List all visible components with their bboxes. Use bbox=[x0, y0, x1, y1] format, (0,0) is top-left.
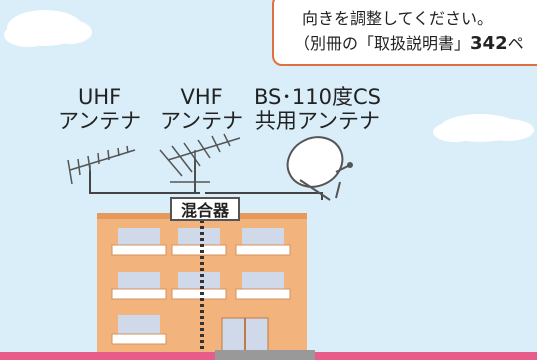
uhf-label-line2: アンテナ bbox=[58, 109, 142, 133]
bs-cs-label-line2: 共用アンテナ bbox=[254, 109, 381, 133]
note-line-1: 向きを調整してください。 bbox=[302, 9, 494, 28]
vhf-label-line2: アンテナ bbox=[160, 109, 244, 133]
uhf-label-line1: UHF bbox=[77, 85, 122, 109]
note-page-number: 342 bbox=[470, 33, 508, 54]
note-line-2-suffix: ペ bbox=[507, 34, 524, 53]
vhf-label: VHF アンテナ bbox=[160, 85, 243, 133]
cloud-right bbox=[433, 114, 534, 142]
bs-cs-label: BS･110度CS 共用アンテナ bbox=[254, 85, 381, 133]
uhf-label: UHF アンテナ bbox=[58, 85, 141, 133]
note-line-2: （別冊の「取扱説明書」342ペ bbox=[294, 30, 524, 54]
uhf-antenna bbox=[67, 145, 136, 185]
bs-cs-label-line1: BS･110度CS bbox=[254, 85, 381, 109]
note-line-2-prefix: （別冊の「取扱説明書」 bbox=[294, 34, 471, 53]
mixer-box: 混合器 bbox=[170, 197, 240, 221]
vhf-label-line1: VHF bbox=[180, 85, 223, 109]
instruction-note: 向きを調整してください。 （別冊の「取扱説明書」342ペ bbox=[272, 0, 537, 66]
vhf-antenna bbox=[159, 133, 241, 190]
building bbox=[97, 213, 307, 360]
bs-cs-dish bbox=[286, 136, 353, 201]
cloud-left bbox=[4, 10, 92, 47]
entrance-step bbox=[215, 350, 315, 360]
